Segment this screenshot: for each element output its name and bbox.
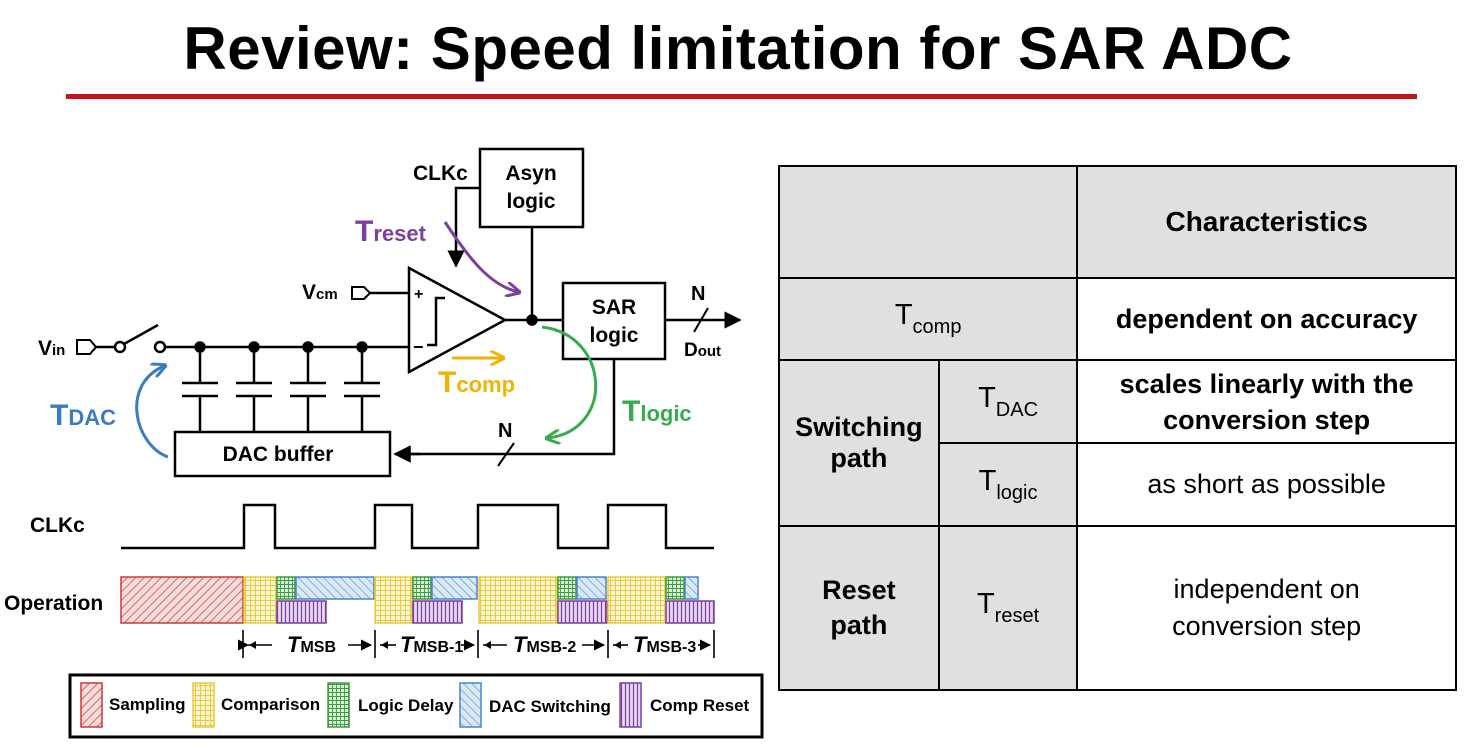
t-dac-cell: TDAC	[937, 359, 1079, 444]
table-corner-cell	[777, 165, 1079, 279]
comparison-block	[243, 576, 277, 624]
legend-swatch-sampling	[80, 682, 103, 728]
t-reset-arrow	[443, 221, 518, 292]
comp-reset-block	[665, 600, 715, 624]
plus-sign: +	[414, 286, 423, 303]
dout-label: Dout	[684, 340, 721, 361]
dac-switching-block	[576, 576, 607, 600]
circuit-schematic	[76, 147, 742, 478]
dac-switching-block	[295, 576, 375, 600]
table-header-row: Characteristics	[777, 165, 1457, 279]
n-output-label: N	[691, 283, 705, 305]
comparison-block	[607, 576, 666, 624]
t-dac-label: TDAC	[50, 399, 116, 432]
dac-switching-block	[431, 576, 478, 600]
minus-sign: −	[413, 337, 424, 357]
comp-reset-block	[557, 600, 608, 624]
logic-delay-block	[276, 576, 296, 600]
t-comp-label: Tcomp	[438, 366, 515, 399]
dac-buffer-label: DAC buffer	[223, 443, 334, 466]
t-msb-1-label: TMSB-1	[400, 632, 463, 657]
comp-reset-block	[276, 600, 327, 624]
sampling-block	[120, 576, 244, 624]
dac-switching-block	[684, 576, 699, 600]
logic-delay-block	[665, 576, 685, 600]
t-dac-arrow	[135, 366, 168, 459]
n-feedback-label: N	[498, 420, 512, 442]
legend-label-sampling: Sampling	[109, 695, 186, 714]
operation-blocks	[120, 576, 715, 624]
logic-delay-block	[557, 576, 577, 600]
vin-label: Vin	[38, 337, 65, 360]
asyn-logic-block	[478, 147, 585, 229]
clkc-label: CLKc	[413, 162, 468, 185]
characteristics-table: Characteristics Tcomp dependent on accur…	[777, 165, 1457, 691]
logic-delay-block	[412, 576, 432, 600]
comp-reset-block	[412, 600, 463, 624]
legend-label-logic-delay: Logic Delay	[358, 696, 454, 715]
dac-buffer-block	[173, 430, 392, 478]
clkc-waveform	[121, 503, 714, 550]
slide-title: Review: Speed limitation for SAR ADC	[183, 15, 1293, 82]
legend-swatch-comparison	[192, 682, 215, 728]
t-reset-label: Treset	[355, 215, 427, 248]
table-row: Tlogic as short as possible	[779, 442, 1457, 527]
t-logic-cell: Tlogic	[937, 442, 1079, 527]
legend-swatch-dac-switching	[459, 682, 482, 728]
table-row: Tcomp dependent on accuracy	[777, 277, 1457, 361]
legend-swatch-logic-delay	[327, 682, 350, 728]
t-msb-label: TMSB	[287, 632, 336, 657]
t-logic-label: Tlogic	[622, 395, 692, 428]
vcm-label: Vcm	[302, 281, 338, 304]
capacitor-array	[182, 347, 380, 432]
t-comp-cell: Tcomp	[777, 277, 1079, 361]
sar-logic-block	[561, 281, 667, 361]
operation-label: Operation	[4, 592, 103, 615]
comparison-block	[374, 576, 413, 624]
t-comp-description: dependent on accuracy	[1076, 277, 1457, 361]
legend-swatch-comp-reset	[619, 682, 642, 728]
legend-label-comparison: Comparison	[221, 695, 320, 714]
comparison-block	[478, 576, 558, 624]
t-logic-description: as short as possible	[1076, 442, 1457, 527]
t-reset-cell: Treset	[937, 525, 1079, 691]
legend-label-comp-reset: Comp Reset	[650, 696, 750, 715]
t-msb-2-label: TMSB-2	[513, 632, 576, 657]
characteristics-header: Characteristics	[1076, 165, 1457, 279]
t-logic-arrow	[541, 325, 598, 438]
title-rule	[66, 94, 1417, 99]
legend-label-dac-switching: DAC Switching	[489, 697, 611, 716]
t-msb-3-label: TMSB-3	[633, 632, 696, 657]
clkc-timing-label: CLKc	[30, 514, 85, 537]
legend: Sampling Comparison Logic Delay DAC Swit…	[68, 673, 764, 739]
